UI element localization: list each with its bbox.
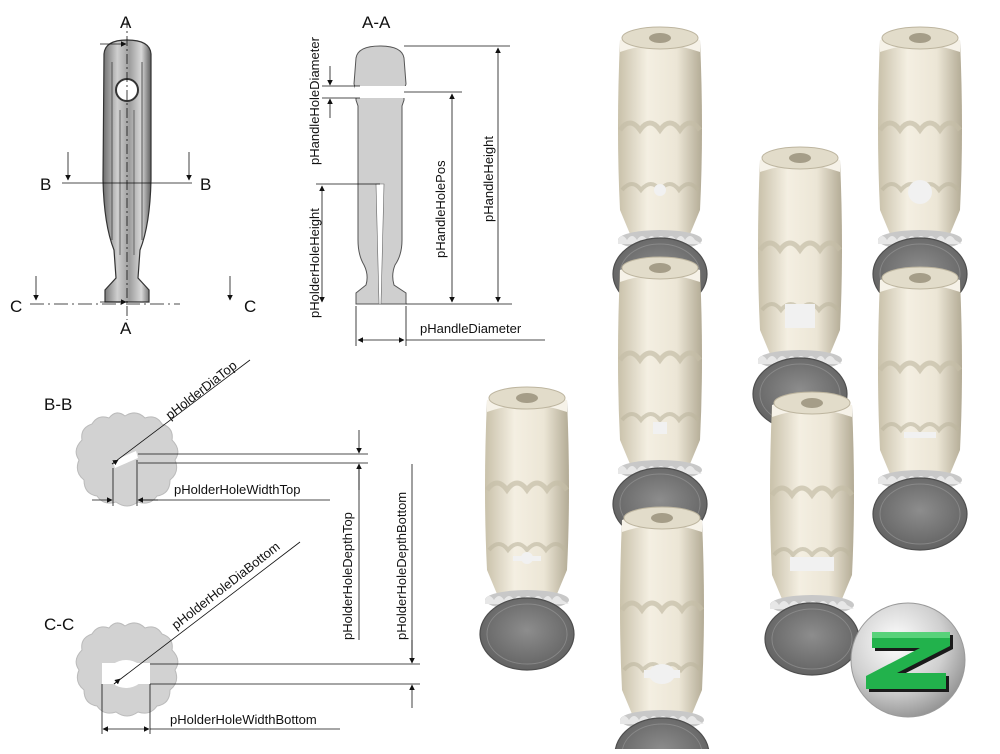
brand-logo	[850, 602, 966, 718]
hole-round-small	[654, 184, 666, 196]
side-view	[30, 18, 233, 320]
hole-slot-thin	[904, 432, 936, 438]
dim-handle-height: pHandleHeight	[481, 136, 496, 222]
section-cc-title: C-C	[44, 615, 74, 634]
hole-rect-wide	[790, 557, 834, 571]
section-aa-view	[316, 45, 545, 346]
hole-square-small	[653, 422, 667, 434]
handle-render	[615, 507, 709, 749]
dim-handle-hole-pos: pHandleHolePos	[433, 160, 448, 258]
section-bb-title: B-B	[44, 395, 72, 414]
dim-holder-hole-depth-top: pHolderHoleDepthTop	[340, 512, 355, 640]
dim-holder-hole-depth-bottom: pHolderHoleDepthBottom	[394, 492, 409, 640]
dim-holder-dia-top: pHolderDiaTop	[163, 358, 240, 423]
handle-render	[873, 27, 967, 310]
section-a-label-bottom: A	[120, 319, 132, 338]
handle-render	[753, 147, 847, 430]
handle-render	[873, 267, 967, 550]
section-b-label-left: B	[40, 175, 51, 194]
dim-handle-hole-diameter: pHandleHoleDiameter	[307, 36, 322, 165]
hole-round-slotted-large	[649, 664, 675, 684]
section-c-label-left: C	[10, 297, 22, 316]
section-cc-view	[75, 464, 420, 734]
section-b-label-right: B	[200, 175, 211, 194]
dim-holder-hole-width-top: pHolderHoleWidthTop	[174, 482, 300, 497]
section-a-label-top: A	[120, 13, 132, 32]
hole-round-large	[908, 180, 932, 204]
handle-render	[765, 392, 859, 675]
dim-holder-hole-dia-bottom: pHolderHoleDiaBottom	[169, 539, 283, 633]
hole-square-large	[785, 304, 815, 328]
dim-holder-hole-height: pHolderHoleHeight	[307, 208, 322, 318]
handle-render	[613, 27, 707, 310]
section-bb-view	[75, 359, 368, 640]
handle-render	[613, 257, 707, 540]
hole-round-slotted	[521, 552, 533, 564]
section-c-label-right: C	[244, 297, 256, 316]
dim-holder-hole-width-bottom: pHolderHoleWidthBottom	[170, 712, 317, 727]
dim-handle-diameter: pHandleDiameter	[420, 321, 522, 336]
handle-render	[480, 387, 574, 670]
section-aa-title: A-A	[362, 13, 391, 32]
